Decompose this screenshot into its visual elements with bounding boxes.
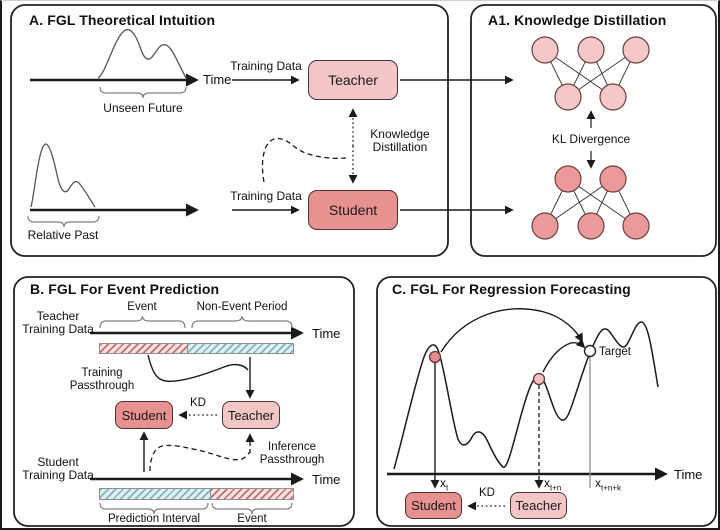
x-tn-base: x (544, 476, 550, 490)
training-passthrough-line2: Passthrough (69, 380, 135, 392)
xt-point (428, 350, 442, 364)
prediction-interval-label: Prediction Interval (107, 513, 201, 525)
student-box-a-label: Student (328, 202, 378, 218)
student-box-c: Student (405, 492, 462, 519)
unseen-future-brace (99, 86, 187, 99)
time-label-bottom-b: Time (312, 472, 341, 487)
teacher-box-a-label: Teacher (328, 72, 378, 88)
training-passthrough-label: Training Passthrough (62, 367, 142, 393)
panel-b-border (13, 276, 355, 527)
x-tnk-label: xt+n+k (595, 476, 621, 492)
inference-passthrough-label: Inference Passthrough (258, 441, 326, 467)
inference-dashed-curve (149, 444, 251, 472)
training-passthrough-curve (147, 354, 249, 382)
panel-c-border (376, 276, 717, 527)
event-bottom-brace (211, 502, 293, 515)
training-data-label-bottom: Training Data (230, 189, 302, 203)
event-segment (100, 344, 188, 353)
x-tn-sub: t+n (550, 483, 562, 493)
student-box-a: Student (308, 190, 398, 230)
panel-b-lines (90, 315, 304, 515)
kl-divergence-label: KL Divergence (551, 132, 631, 146)
training-data-label-top: Training Data (230, 59, 302, 73)
non-event-brace (191, 315, 293, 329)
panel-a-title: A. FGL Theoretical Intuition (29, 12, 216, 28)
kd-label-c: KD (479, 487, 495, 499)
target-point (583, 344, 597, 358)
time-label-top-b: Time (312, 326, 341, 341)
student-box-b: Student (115, 401, 173, 429)
event-bottom-label: Event (237, 513, 267, 525)
student-training-data-label: Student Training Data (18, 456, 98, 482)
student-to-target-arc (440, 308, 583, 353)
student-axis-line2: Training Data (22, 468, 94, 482)
relative-past-label: Relative Past (27, 228, 99, 242)
kd-line1: Knowledge (370, 127, 430, 141)
panel-c-lines (387, 308, 668, 511)
non-event-period-label: Non-Event Period (196, 301, 288, 313)
panel-b-title: B. FGL For Event Prediction (30, 281, 220, 297)
student-box-c-label: Student (411, 498, 456, 513)
x-t-base: x (440, 476, 446, 490)
target-label: Target (599, 346, 631, 358)
x-t-label: xt (440, 476, 448, 492)
x-tnk-base: x (595, 476, 601, 490)
teacher-axis-line2: Training Data (22, 322, 94, 336)
panel-a-border (10, 4, 449, 257)
xtn-point (532, 372, 546, 386)
teacher-box-c-label: Teacher (515, 498, 562, 513)
training-passthrough-line1: Training (81, 367, 123, 379)
panel-borders (10, 4, 717, 527)
teacher-training-data-label: Teacher Training Data (18, 310, 98, 336)
x-tn-label: xt+n (544, 476, 561, 492)
x-tnk-sub: t+n+k (601, 483, 622, 493)
prediction-interval-brace (99, 502, 209, 515)
prediction-interval-segment (100, 489, 211, 499)
time-label-top-a: Time (203, 72, 232, 87)
student-network-nodes (531, 165, 650, 240)
relative-past-brace (27, 215, 100, 228)
relative-past-curve (30, 143, 96, 208)
inference-passthrough-line1: Inference (268, 441, 316, 453)
panel-a-lines (27, 29, 514, 228)
kd-label-b: KD (190, 397, 206, 409)
teacher-box-a: Teacher (308, 60, 398, 100)
panel-a1-title: A1. Knowledge Distillation (488, 12, 667, 28)
dashed-passthrough-curve (261, 137, 347, 183)
student-axis-line1: Student (37, 455, 79, 469)
student-training-data-bar (99, 488, 294, 500)
teacher-to-target-arc (542, 338, 586, 373)
student-box-b-label: Student (121, 407, 167, 423)
teacher-box-c: Teacher (510, 492, 567, 519)
non-event-segment (188, 344, 293, 353)
teacher-box-b-label: Teacher (227, 407, 275, 423)
unseen-future-curve (97, 29, 187, 79)
teacher-axis-line1: Teacher (36, 309, 80, 323)
x-t-sub: t (446, 483, 449, 493)
signal-curve (393, 321, 659, 470)
teacher-training-data-bar (99, 343, 294, 354)
kd-line2: Distillation (372, 140, 428, 154)
event-brace (99, 315, 186, 329)
panel-a1-border (470, 4, 717, 257)
teacher-box-b: Teacher (222, 401, 280, 429)
panel-c-title: C. FGL For Regression Forecasting (392, 281, 631, 297)
inference-passthrough-line2: Passthrough (259, 454, 325, 466)
knowledge-distillation-label: Knowledge Distillation (368, 128, 432, 154)
event-segment-bottom (211, 489, 293, 499)
knowledge-distillation-networks (531, 36, 650, 240)
unseen-future-label: Unseen Future (103, 101, 183, 115)
event-top-label: Event (127, 301, 157, 313)
teacher-network-nodes (531, 36, 650, 111)
time-label-c: Time (674, 467, 703, 482)
